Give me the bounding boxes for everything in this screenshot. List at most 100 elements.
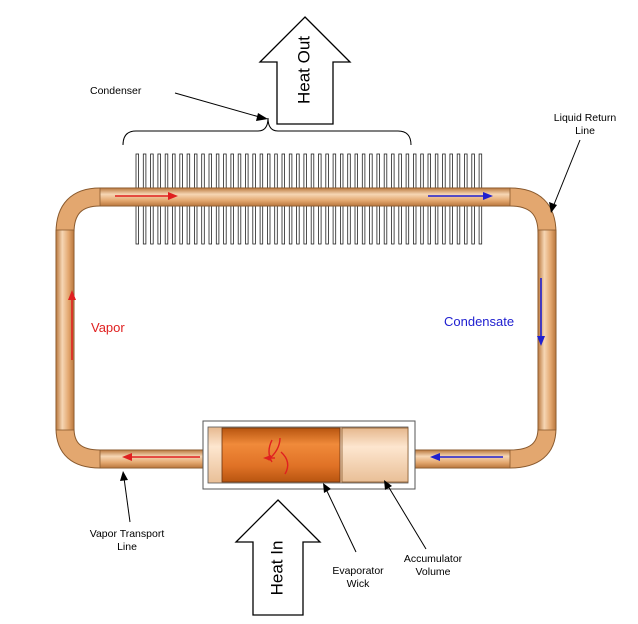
condenser-fin [281, 153, 285, 189]
accumulator-volume [341, 427, 409, 483]
condenser-fin [281, 205, 285, 245]
condenser-fin [201, 205, 205, 245]
condenser-fin [142, 153, 147, 189]
condenser-fin [420, 205, 424, 245]
condensate-arrow-right [537, 278, 545, 346]
condenser-fin [296, 153, 300, 189]
condensate-arrow-top [428, 192, 493, 200]
vapor-arrow-top [115, 192, 178, 200]
condenser-fin [172, 153, 176, 189]
condenser-fin [266, 205, 271, 245]
condenser-fin [150, 205, 154, 245]
condenser-fin [347, 153, 351, 189]
condenser-fin [442, 205, 446, 245]
condenser-fin [354, 153, 358, 189]
condenser-fin [208, 153, 212, 189]
condenser-fin [237, 153, 242, 189]
heat-in-label: Heat In [267, 541, 286, 596]
condenser-fin [398, 153, 402, 189]
condenser-fin [339, 205, 344, 245]
condenser-fin [478, 205, 483, 245]
condenser-fin [186, 153, 191, 189]
condenser-fin [318, 153, 322, 189]
condenser-fin [361, 205, 366, 245]
condenser-fin [157, 153, 161, 189]
condenser-fin [464, 205, 468, 245]
vapor-transport-line-label-1: Vapor Transport [90, 528, 165, 540]
condenser-fin [383, 153, 388, 189]
vapor-arrow-left [68, 290, 76, 360]
condenser-fin [332, 153, 337, 189]
condenser-label: Condenser [90, 85, 142, 97]
condenser-fin [164, 205, 169, 245]
condenser-fin [471, 205, 475, 245]
condenser-fin [325, 153, 329, 189]
condenser-fin [303, 205, 307, 245]
heat-out-label: Heat Out [294, 36, 313, 104]
condenser-fin [252, 153, 256, 189]
condenser-fin [434, 153, 439, 189]
condenser-fin [471, 153, 475, 189]
condenser-fin [361, 153, 366, 189]
evaporator-wick [221, 427, 341, 483]
condenser-fin [252, 205, 256, 245]
condenser-fin [230, 153, 234, 189]
pipe-bottom-right-straight [409, 449, 511, 469]
condenser-fin [427, 153, 431, 189]
condenser-fin [157, 205, 161, 245]
vapor-arrow-wick [263, 455, 275, 461]
condenser-fin [391, 153, 395, 189]
leader-lines [120, 92, 581, 553]
condenser-fin [332, 205, 337, 245]
condenser-fin [310, 205, 315, 245]
condenser-fin [201, 153, 205, 189]
condenser-fin [230, 205, 234, 245]
pipe-loop [55, 187, 557, 469]
condenser-fin [376, 205, 380, 245]
heat-out-arrow: Heat Out [258, 16, 352, 125]
accumulator-volume-label-1: Accumulator [404, 553, 463, 565]
heat-in-arrow: Heat In [234, 499, 322, 616]
accumulator-volume-label-2: Volume [415, 566, 450, 578]
flow-arrows [68, 192, 545, 461]
condenser-fin [296, 205, 300, 245]
condenser-fin [193, 153, 198, 189]
condenser-fin [412, 153, 417, 189]
condenser-fin [223, 205, 227, 245]
condenser-fin [150, 153, 154, 189]
condenser-fin [434, 205, 439, 245]
vapor-arrow-bottom [122, 453, 200, 461]
evaporator-housing [202, 420, 416, 490]
condenser-fin [412, 205, 417, 245]
condenser-fin [179, 205, 183, 245]
condenser-fin [215, 205, 220, 245]
condenser-fin [186, 205, 191, 245]
condenser-fin [427, 205, 431, 245]
condenser-fin [274, 205, 278, 245]
condenser-fin [369, 205, 373, 245]
condenser-fin [449, 153, 453, 189]
condenser-fin [288, 153, 293, 189]
condenser-brace [122, 117, 412, 146]
condenser-fin [303, 153, 307, 189]
condenser-fin [405, 205, 410, 245]
condenser-fin [288, 205, 293, 245]
pipe-top-straight [99, 187, 511, 207]
condenser-fin [383, 205, 388, 245]
condenser-fin [354, 205, 358, 245]
condenser-fin [259, 205, 264, 245]
condenser-fin [318, 205, 322, 245]
vapor-label: Vapor [91, 320, 125, 335]
condenser-fin [223, 153, 227, 189]
liquid-return-line-label-2: Line [575, 125, 595, 137]
condenser-fin [405, 153, 410, 189]
condenser-fin [339, 153, 344, 189]
condenser-fin [135, 205, 139, 245]
condenser-fin [449, 205, 453, 245]
condenser-fin [369, 153, 373, 189]
condenser-fins-top [135, 153, 483, 189]
condenser-fin [325, 205, 329, 245]
condenser-fins-bottom [135, 205, 483, 245]
condenser-fin [142, 205, 147, 245]
